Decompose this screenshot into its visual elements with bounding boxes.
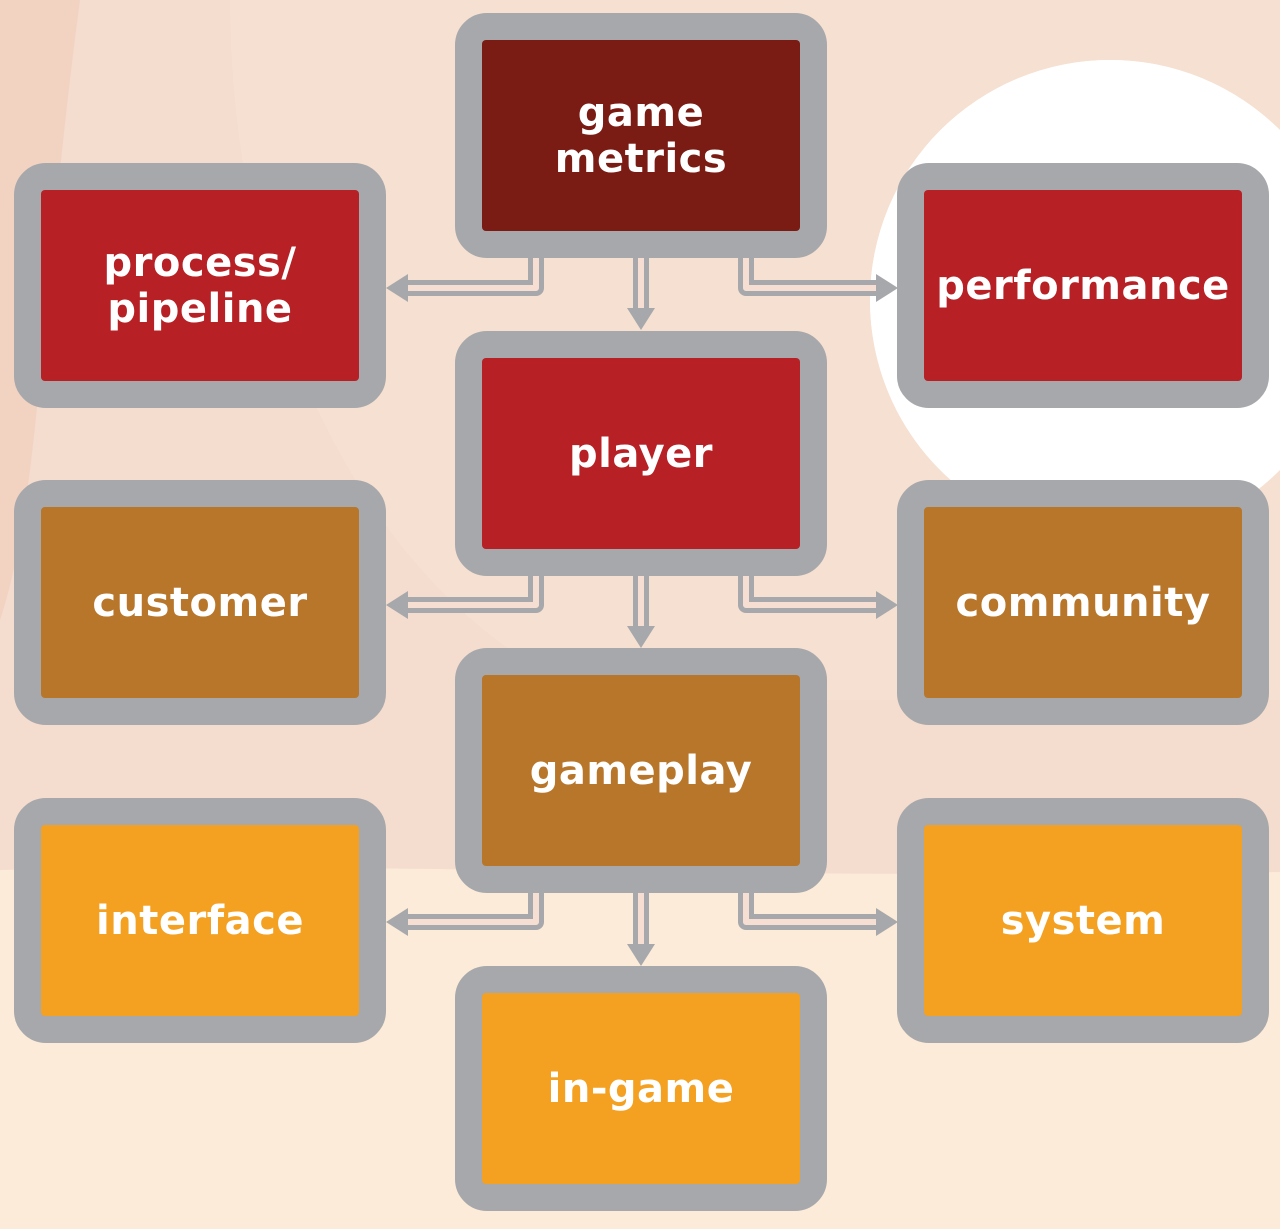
node-system: system [897, 798, 1269, 1043]
row2-right-line-outer [738, 576, 877, 613]
row2-left-line-outer [408, 576, 544, 613]
row1-right-line-outer [738, 258, 877, 296]
row3-left-arrowhead [386, 908, 408, 936]
row2-right-arrowhead [876, 591, 898, 619]
node-system-label: system [924, 825, 1242, 1016]
row1-down-arrowhead [627, 308, 655, 330]
row1-left-line-outer [408, 258, 544, 296]
node-process-pipeline-label: process/ pipeline [41, 190, 359, 381]
node-game-metrics-label: game metrics [482, 40, 800, 231]
row1-right-arrowhead [876, 274, 898, 302]
node-customer: customer [14, 480, 386, 725]
node-performance-label: performance [924, 190, 1242, 381]
row2-left-line-inner [408, 576, 539, 608]
row3-right-arrowhead [876, 908, 898, 936]
row3-left-line-inner [408, 893, 539, 925]
node-in-game: in-game [455, 966, 827, 1211]
node-community-label: community [924, 507, 1242, 698]
row3-right-line-inner [743, 893, 877, 925]
node-game-metrics: game metrics [455, 13, 827, 258]
row2-right-line-inner [743, 576, 877, 608]
row3-right-line-outer [738, 893, 877, 930]
node-gameplay-label: gameplay [482, 675, 800, 866]
row3-left-line-outer [408, 893, 544, 930]
row1-right-line-inner [743, 258, 877, 291]
node-in-game-label: in-game [482, 993, 800, 1184]
node-gameplay: gameplay [455, 648, 827, 893]
row2-left-arrowhead [386, 591, 408, 619]
node-customer-label: customer [41, 507, 359, 698]
node-community: community [897, 480, 1269, 725]
row1-left-line-inner [408, 258, 539, 291]
row2-down-arrowhead [627, 626, 655, 648]
node-process-pipeline: process/ pipeline [14, 163, 386, 408]
node-interface-label: interface [41, 825, 359, 1016]
node-interface: interface [14, 798, 386, 1043]
node-player: player [455, 331, 827, 576]
node-performance: performance [897, 163, 1269, 408]
row3-down-arrowhead [627, 944, 655, 966]
row1-left-arrowhead [386, 274, 408, 302]
node-player-label: player [482, 358, 800, 549]
